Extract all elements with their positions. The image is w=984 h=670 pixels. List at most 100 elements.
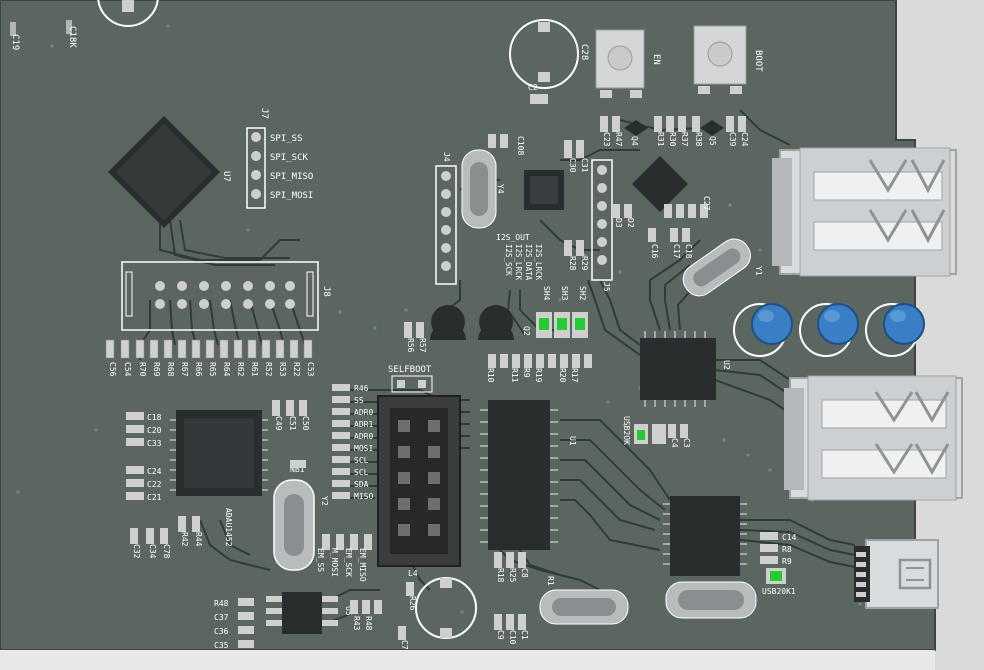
label-r43: R43	[352, 616, 361, 631]
label-u1: U1	[568, 436, 577, 446]
header-j4: J4	[435, 152, 457, 285]
ic-u2: U2	[640, 331, 731, 407]
label-j7: J7	[259, 108, 269, 119]
bus-label-7: SCL	[354, 468, 369, 477]
label-r44: R44	[194, 532, 203, 547]
button-en: EN	[595, 29, 661, 98]
label-r8: R8	[782, 545, 792, 554]
row-label-13: R22	[292, 362, 301, 377]
cap-left-2: C33	[147, 439, 162, 448]
em-label-3: EM_SS	[316, 548, 325, 572]
label-j8: J8	[321, 286, 331, 297]
label-sh4: SH4	[542, 286, 551, 301]
label-r26: R26	[408, 596, 417, 611]
r56-r57: R56 R57	[404, 322, 427, 353]
label-y4: Y4	[496, 184, 505, 194]
label-r20: R20	[558, 368, 567, 383]
capacitor-outline-top	[97, 0, 159, 27]
label-r57: R57	[418, 338, 427, 353]
label-r9b: R9	[782, 557, 792, 566]
label-r18: R18	[496, 568, 505, 583]
r-pads-j5	[564, 240, 584, 256]
label-c37: C37	[214, 613, 229, 622]
cap-bottom-left: C32 C34 C78 R42 R44	[130, 516, 203, 559]
cap-bottom-circle: L4 R26 C7	[398, 569, 477, 650]
cap-right-1: C51	[288, 416, 297, 431]
header-j5: J5	[591, 159, 613, 292]
cap-right-2: C50	[301, 416, 310, 431]
label-j4: J4	[442, 152, 451, 162]
bottom-mid-parts: R18 R25 C8 C9 C10 C1 R1	[494, 552, 555, 645]
label-i2s-out: I2S_OUT	[496, 233, 530, 242]
crystal-bottom-right	[665, 581, 757, 619]
resistors-above-u1: R10 R11 R9 R19 R20 R17	[486, 354, 592, 383]
row-label-8: R64	[222, 362, 231, 377]
header-j8: J8	[121, 261, 331, 331]
ic-u6-diamond: C16 C17 C18 C27	[632, 156, 711, 259]
cap-bl-2: C78	[162, 544, 171, 559]
bus-label-8: SDA	[354, 480, 369, 489]
label-c18: C18	[684, 244, 693, 259]
label-u7: U7	[221, 171, 231, 182]
label-c8: C8	[520, 568, 529, 578]
label-r9: R9	[522, 368, 531, 378]
bus-label-0: R46	[354, 384, 369, 393]
label-r48: R48	[214, 599, 229, 608]
usb-a-connector-top	[772, 147, 957, 277]
label-c23: C23	[602, 132, 611, 147]
crystal-y3	[539, 589, 629, 625]
adau-caps-right: C49 C51 C50	[272, 400, 310, 431]
crystal-y1: Y1	[682, 238, 763, 297]
ic-adau1452: ADAU1452	[170, 410, 268, 547]
c108-pad	[488, 134, 508, 148]
adau-caps-left: C18 C20 C33 C24 C22 C21	[126, 412, 162, 502]
label-c7: C7	[400, 640, 409, 650]
label-r38: R38	[694, 132, 703, 147]
i2s-pin-1: I2S_LRCK	[514, 244, 523, 281]
label-c31: C31	[580, 158, 589, 173]
label-sh3: SH3	[560, 286, 569, 301]
row-label-10: R61	[250, 362, 259, 377]
label-nb1: NB1	[290, 465, 305, 474]
label-c36: C36	[214, 627, 229, 636]
resistor-row: C56 C54 R70 R69 R68 R67 R66 R65 R64 R62 …	[105, 339, 315, 377]
label-u5: U5	[344, 606, 353, 616]
label-c10: C10	[508, 630, 517, 645]
label-c1: C1	[520, 630, 529, 640]
label-r1: R1	[546, 576, 555, 586]
i2s-pin-3: I2S_LRCK	[534, 244, 543, 281]
cap-left-4: C22	[147, 480, 162, 489]
label-r42: R42	[180, 532, 189, 547]
label-q5: Q5	[708, 136, 717, 146]
label-c30: C30	[568, 158, 577, 173]
row-label-5: R67	[180, 362, 189, 377]
label-c27: C27	[702, 196, 711, 211]
label-r28: R28	[568, 256, 577, 271]
crystal-y4: Y4	[461, 149, 505, 229]
row-label-2: R70	[138, 362, 147, 377]
j7-pin-2: SPI_SCK	[270, 153, 309, 163]
label-usb2ok: USB2OK	[622, 416, 631, 445]
em-label-1: EM_SCK	[344, 548, 353, 577]
bus-label-2: ADR0	[354, 408, 373, 417]
label-r11: R11	[510, 368, 519, 383]
label-q4: Q4	[630, 136, 639, 146]
sh-jumpers: SH4 SH3 SH2	[536, 286, 588, 338]
electrolytic-caps	[733, 303, 925, 357]
label-selfboot: SELFBOOT	[388, 365, 432, 375]
label-r31: R31	[656, 132, 665, 147]
label-r19: R19	[534, 368, 543, 383]
j7-pin-3: SPI_MISO	[270, 172, 313, 182]
bus-label-6: SCL	[354, 456, 369, 465]
row-label-4: R68	[166, 362, 175, 377]
label-c24: C24	[740, 132, 749, 147]
em-label-column: EM_MISO EM_SCK M_MOSI EM_SS	[316, 534, 372, 582]
cap-left-3: C24	[147, 467, 162, 476]
label-y2: Y2	[320, 496, 329, 506]
cap-left-0: C18	[147, 413, 162, 422]
usb-a-connector-bottom	[784, 375, 963, 501]
label-q2: Q2	[522, 326, 531, 336]
label-d2: D2	[626, 218, 635, 228]
parts-row-buttons: C23 R47 Q4 R31 R30 R37 R38 Q5 C39 C24	[600, 116, 749, 147]
